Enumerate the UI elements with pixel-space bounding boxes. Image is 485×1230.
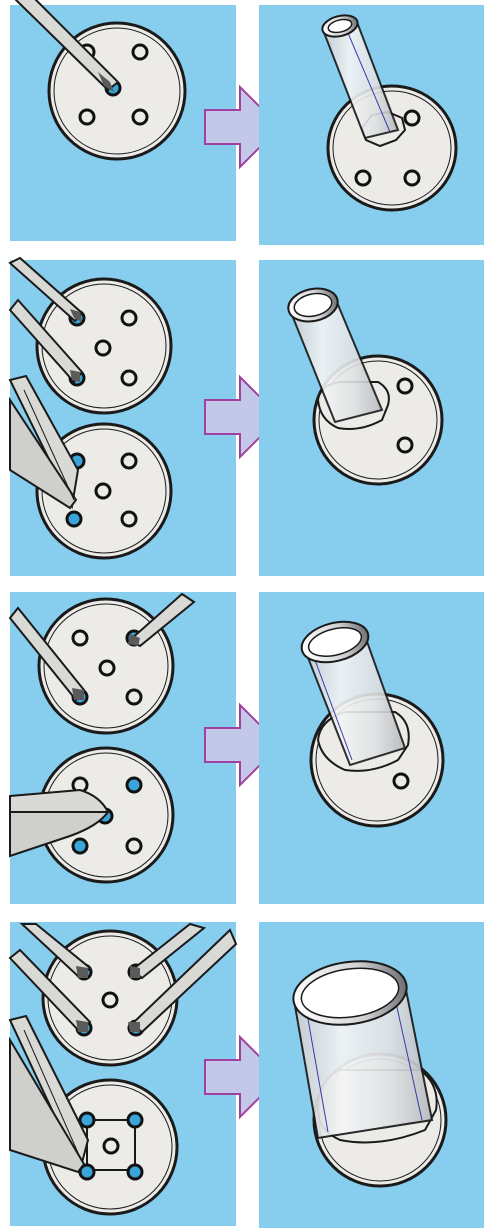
scissors-icon (8, 1014, 90, 1174)
hole (98, 659, 116, 677)
hole (101, 991, 119, 1009)
row-2 (8, 256, 484, 576)
probe-icon (8, 948, 92, 1034)
row-3 (8, 592, 484, 904)
probe-icon (14, 0, 120, 92)
disk-1b (326, 84, 458, 212)
hole (94, 339, 112, 357)
tube-icon (287, 287, 390, 430)
hole (120, 510, 138, 528)
hole (94, 482, 112, 500)
hole-active (71, 837, 89, 855)
hole (354, 169, 372, 187)
hole-active (126, 1111, 144, 1129)
probe-icon (8, 606, 86, 702)
disk-4b (41, 1078, 179, 1216)
hole (396, 377, 414, 395)
hole (120, 309, 138, 327)
hole (392, 772, 410, 790)
hole-active (65, 510, 83, 528)
hole (102, 1137, 120, 1155)
hole-active (126, 1163, 144, 1181)
hole (131, 43, 149, 61)
probe-icon (19, 923, 92, 980)
scissors-icon (8, 374, 80, 510)
hole (78, 108, 96, 126)
tube-icon (321, 14, 407, 148)
hole-active (125, 776, 143, 794)
hole (396, 436, 414, 454)
hole (125, 688, 143, 706)
row-4 (8, 922, 484, 1228)
hole (125, 837, 143, 855)
probe-icon (130, 922, 207, 980)
hole (131, 108, 149, 126)
scissors-icon (9, 788, 110, 858)
hole-active (78, 1111, 96, 1129)
hole (71, 629, 89, 647)
row-1 (10, 0, 484, 245)
probe-icon (8, 298, 84, 384)
hole (403, 169, 421, 187)
tube-icon (300, 620, 410, 772)
tube-icon (292, 960, 438, 1144)
probe-icon (8, 256, 84, 323)
probe-icon (128, 928, 238, 1034)
hole (403, 109, 421, 127)
hole (120, 369, 138, 387)
probe-icon (128, 592, 196, 648)
hole (120, 452, 138, 470)
